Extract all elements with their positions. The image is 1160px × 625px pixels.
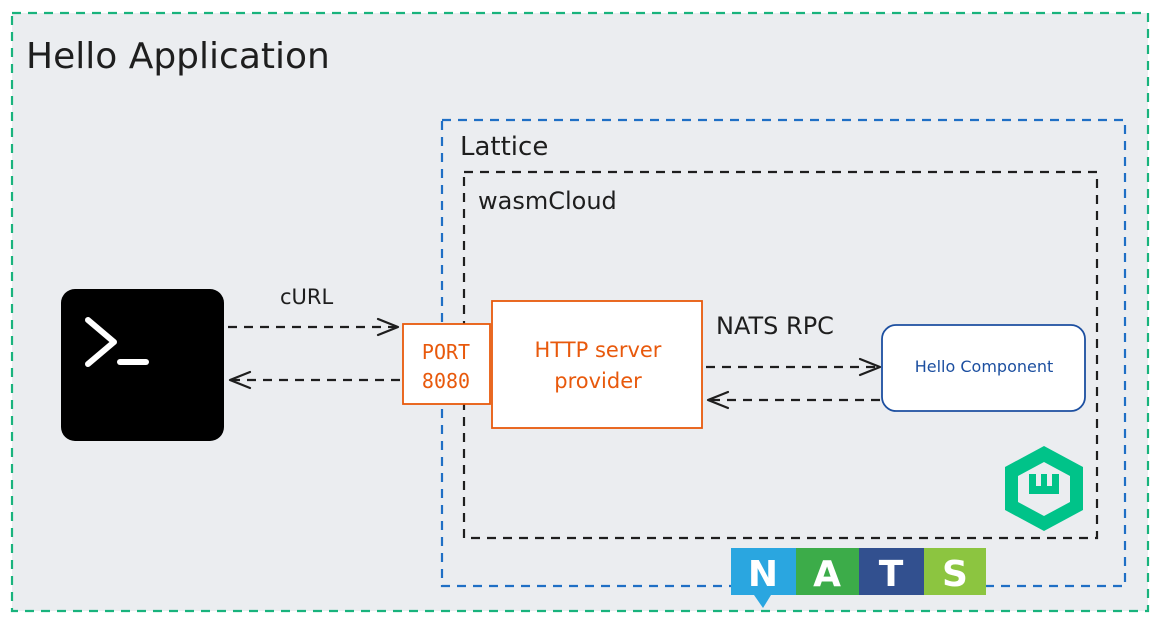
curl-label: cURL	[280, 285, 334, 309]
application-title: Hello Application	[26, 36, 330, 77]
port-box	[402, 323, 491, 405]
nats-logo-letter-s: S	[942, 554, 968, 595]
wasmcloud-logo-icon	[1005, 446, 1083, 531]
http-provider-box	[491, 300, 703, 429]
http-provider-line1: HTTP server	[535, 338, 662, 362]
nats-logo-letter-a: A	[813, 554, 841, 595]
nats-logo-letter-t: T	[879, 554, 904, 595]
hello-component-label: Hello Component	[915, 357, 1054, 376]
lattice-label: Lattice	[460, 132, 548, 162]
hello-component-box	[881, 324, 1086, 412]
nats-rpc-label: NATS RPC	[716, 312, 834, 340]
port-label-line2: 8080	[422, 369, 470, 393]
nats-logo: N A T S	[731, 548, 986, 608]
nats-logo-letter-n: N	[748, 554, 778, 595]
http-provider-line2: provider	[554, 369, 642, 393]
port-label-line1: PORT	[422, 340, 470, 364]
terminal-prompt-icon	[61, 289, 224, 441]
wasmcloud-label: wasmCloud	[478, 187, 617, 215]
